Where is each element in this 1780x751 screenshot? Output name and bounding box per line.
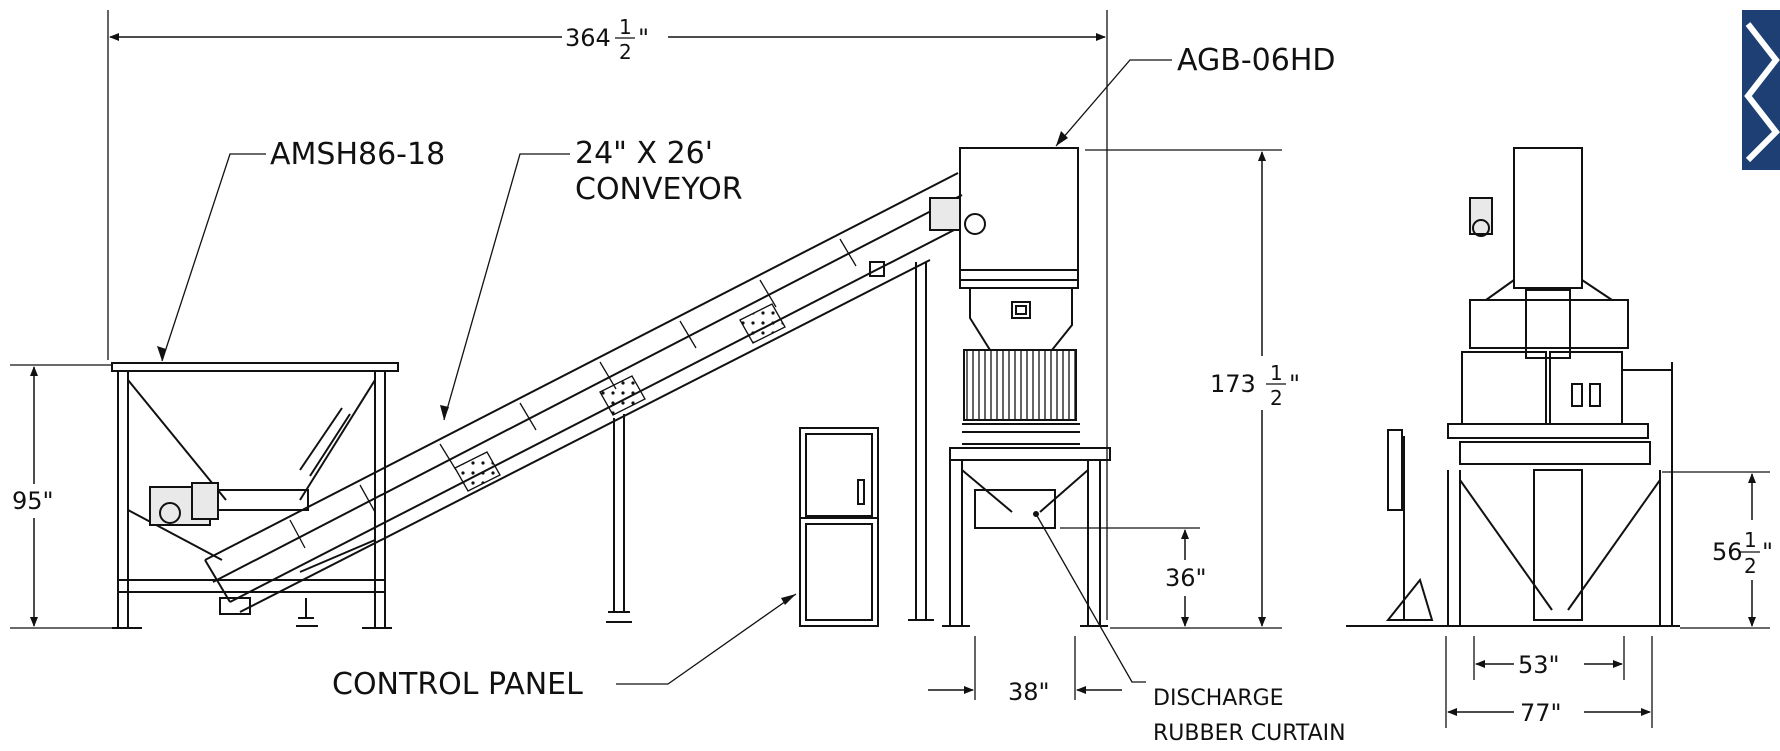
conveyor-label-line1: 24" X 26' bbox=[575, 136, 713, 171]
end-view-width-dimensions: 53" 77" bbox=[1445, 636, 1653, 728]
control-panel-cabinet bbox=[799, 427, 879, 627]
end-view-height-whole: 56 bbox=[1712, 538, 1743, 566]
conveyor-label-line2: CONVEYOR bbox=[575, 172, 743, 207]
hopper-height-text: 95" bbox=[12, 487, 54, 515]
shredder-callout: AGB-06HD bbox=[1055, 43, 1335, 147]
inclined-conveyor bbox=[204, 172, 986, 615]
overall-length-dimension: 364 1 2 " bbox=[107, 10, 1108, 620]
hopper-height-dimension: 95" bbox=[10, 364, 112, 629]
overall-length-whole: 364 bbox=[565, 24, 611, 52]
shredder-model-label: AGB-06HD bbox=[1177, 43, 1335, 78]
end-view-assembly bbox=[1346, 147, 1680, 627]
end-view-height-unit: " bbox=[1762, 538, 1773, 566]
company-logo-fragment bbox=[1742, 10, 1780, 170]
overall-length-den: 2 bbox=[619, 40, 632, 64]
overall-height-den: 2 bbox=[1270, 386, 1283, 410]
curtain-callout: DISCHARGE RUBBER CURTAIN bbox=[1033, 511, 1346, 746]
hopper-model-label: AMSH86-18 bbox=[270, 137, 445, 172]
end-inner-width-text: 53" bbox=[1518, 651, 1560, 679]
conveyor-callout: 24" X 26' CONVEYOR bbox=[440, 136, 743, 421]
control-panel-label: CONTROL PANEL bbox=[332, 667, 583, 702]
discharge-height-text: 36" bbox=[1165, 564, 1207, 592]
conveyor-supports bbox=[296, 414, 632, 627]
discharge-width-text: 38" bbox=[1008, 678, 1050, 706]
overall-length-unit: " bbox=[638, 24, 649, 52]
overall-length-num: 1 bbox=[619, 15, 632, 39]
control-panel-callout: CONTROL PANEL bbox=[332, 593, 797, 702]
overall-height-unit: " bbox=[1289, 370, 1300, 398]
shredder-assembly bbox=[908, 147, 1111, 627]
overall-height-dimension: 173 1 2 " bbox=[1085, 149, 1300, 629]
end-view-height-num: 1 bbox=[1744, 528, 1757, 552]
curtain-label-line1: DISCHARGE bbox=[1153, 686, 1284, 711]
end-view-height-den: 2 bbox=[1744, 554, 1757, 578]
hopper-callout: AMSH86-18 bbox=[157, 137, 445, 362]
hopper-assembly bbox=[111, 362, 399, 629]
discharge-width-dimension: 38" bbox=[928, 636, 1122, 706]
overall-height-num: 1 bbox=[1270, 361, 1283, 385]
curtain-label-line2: RUBBER CURTAIN bbox=[1153, 721, 1346, 746]
end-outer-width-text: 77" bbox=[1520, 699, 1562, 727]
overall-height-whole: 173 bbox=[1210, 370, 1256, 398]
discharge-height-dimension: 36" bbox=[1060, 527, 1207, 627]
end-view-height-dimension: 56 1 2 " bbox=[1662, 471, 1773, 629]
